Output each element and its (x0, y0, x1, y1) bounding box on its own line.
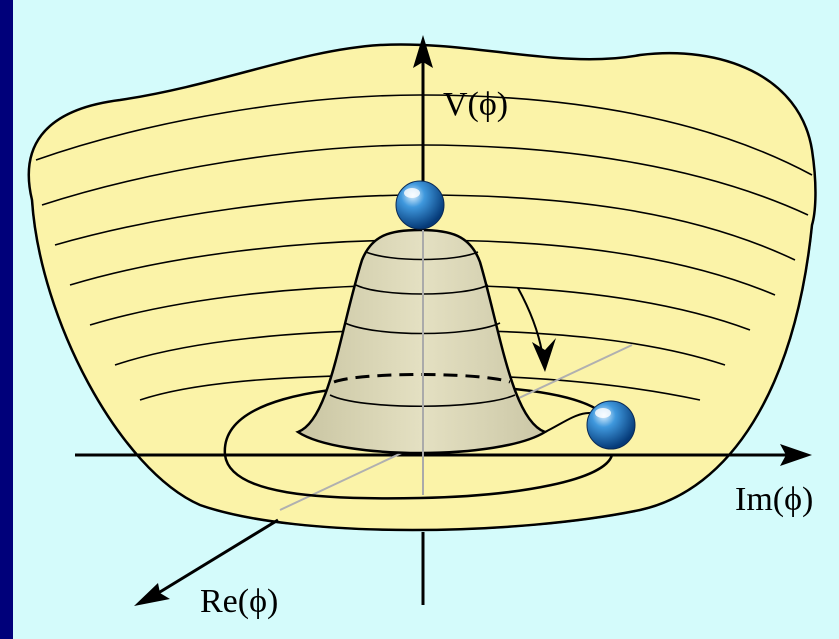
rolling-arrowhead (532, 338, 556, 372)
rolling-arrow (517, 287, 543, 353)
re-axis-line (154, 518, 279, 597)
ball-top-unstable (395, 180, 445, 230)
im-axis-arrowhead (780, 444, 812, 466)
re-axis-arrowhead (134, 583, 170, 606)
mexican-hat-potential-diagram: V(ϕ) Im(ϕ) Re(ϕ) (27, 35, 817, 620)
ball-bottom-highlight (595, 408, 611, 418)
v-axis-label: V(ϕ) (443, 86, 508, 123)
v-axis-arrowhead (413, 35, 433, 68)
vacuum-ring-front (223, 454, 614, 500)
diagram-frame: V(ϕ) Im(ϕ) Re(ϕ) (13, 0, 839, 639)
ball-top-highlight (404, 188, 420, 198)
hump-dashed-ring (333, 373, 511, 384)
im-axis-label: Im(ϕ) (735, 481, 813, 518)
re-axis-label: Re(ϕ) (200, 583, 278, 620)
potential-hump (295, 228, 548, 455)
ball-bottom-vacuum (586, 400, 636, 450)
